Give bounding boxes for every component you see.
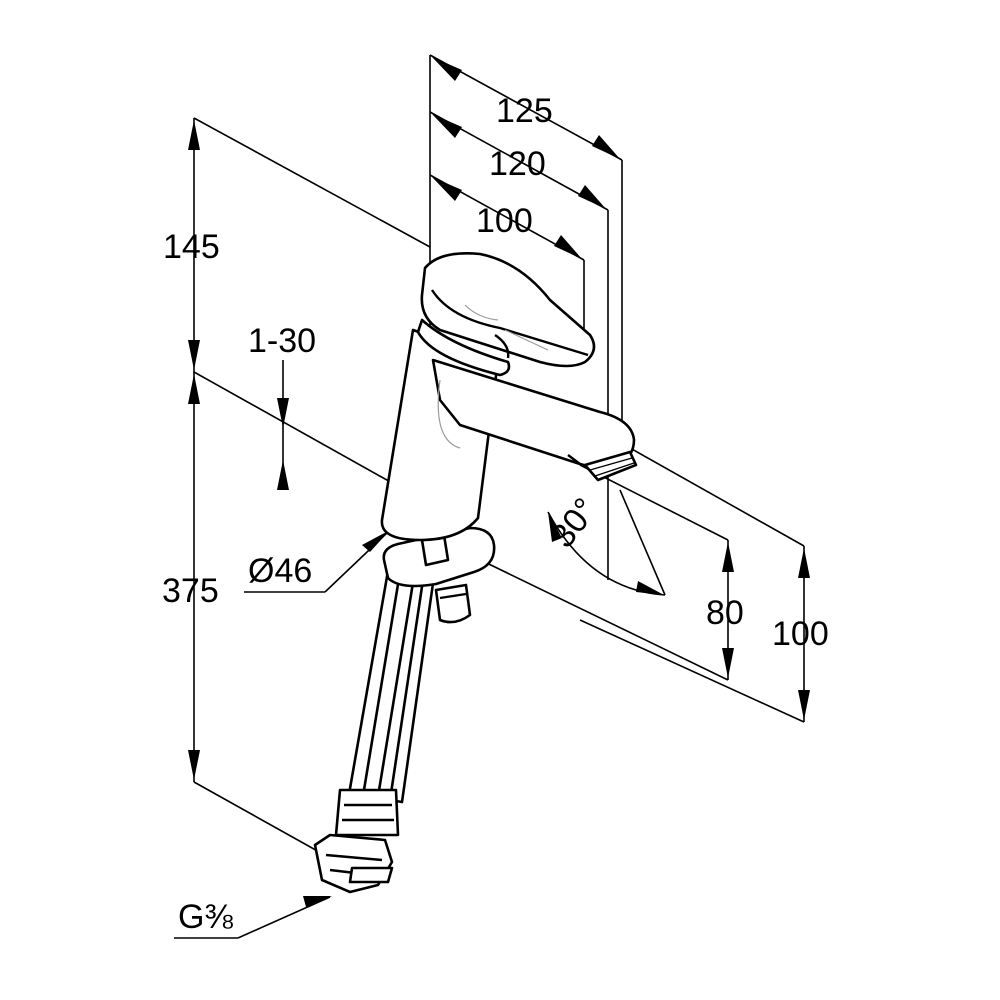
mounting-bracket — [382, 526, 496, 624]
label-375: 375 — [162, 572, 219, 610]
hose-fittings — [313, 788, 400, 894]
handle-lever — [420, 252, 596, 368]
surface-shading — [437, 304, 549, 449]
label-angle: 30° — [543, 491, 605, 555]
label-diameter: Ø46 — [248, 552, 312, 590]
label-120: 120 — [489, 145, 546, 183]
label-thread: G⅜ — [178, 898, 233, 936]
label-100-top: 100 — [476, 202, 533, 240]
aerator — [583, 450, 638, 482]
handle-collar — [416, 318, 511, 377]
dimension-lines — [174, 54, 805, 939]
label-1-30: 1-30 — [248, 322, 316, 360]
label-80: 80 — [706, 594, 744, 632]
dimension-labels: 125 120 100 145 1-30 Ø46 375 80 100 30° … — [162, 92, 829, 936]
faucet — [313, 252, 638, 894]
hoses — [346, 546, 438, 819]
label-145: 145 — [163, 228, 220, 266]
label-125: 125 — [496, 92, 553, 130]
arrowheads — [188, 57, 810, 907]
label-100-right: 100 — [772, 615, 829, 653]
